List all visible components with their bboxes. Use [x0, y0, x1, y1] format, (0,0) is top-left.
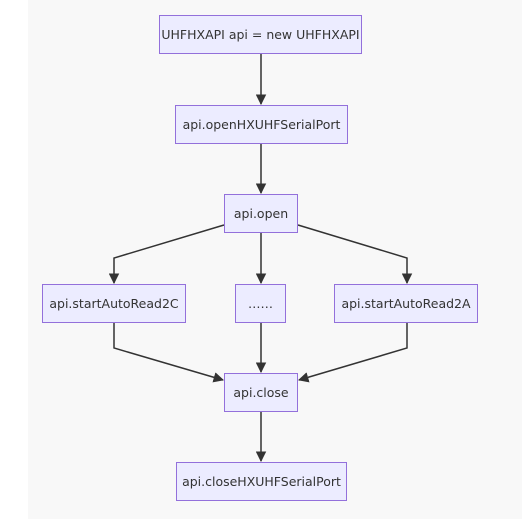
node-close[interactable]: api.close	[224, 373, 298, 412]
node-start-auto-read-2c[interactable]: api.startAutoRead2C	[42, 284, 186, 323]
diagram-canvas	[28, 0, 522, 519]
node-start-auto-read-2a[interactable]: api.startAutoRead2A	[334, 284, 478, 323]
node-close-label: api.close	[233, 385, 289, 400]
node-start-auto-read-2c-label: api.startAutoRead2C	[49, 296, 179, 311]
node-ellipsis[interactable]: ……	[235, 284, 286, 323]
node-open[interactable]: api.open	[224, 194, 298, 233]
node-create-api-label: UHFHXAPI api = new UHFHXAPI	[161, 27, 360, 42]
node-start-auto-read-2a-label: api.startAutoRead2A	[341, 296, 471, 311]
node-close-serial-port-label: api.closeHXUHFSerialPort	[182, 474, 341, 489]
node-open-serial-port[interactable]: api.openHXUHFSerialPort	[175, 105, 348, 144]
node-open-label: api.open	[233, 206, 289, 221]
node-close-serial-port[interactable]: api.closeHXUHFSerialPort	[176, 462, 347, 501]
node-ellipsis-label: ……	[248, 296, 273, 311]
node-open-serial-port-label: api.openHXUHFSerialPort	[182, 117, 341, 132]
node-create-api[interactable]: UHFHXAPI api = new UHFHXAPI	[159, 15, 362, 54]
